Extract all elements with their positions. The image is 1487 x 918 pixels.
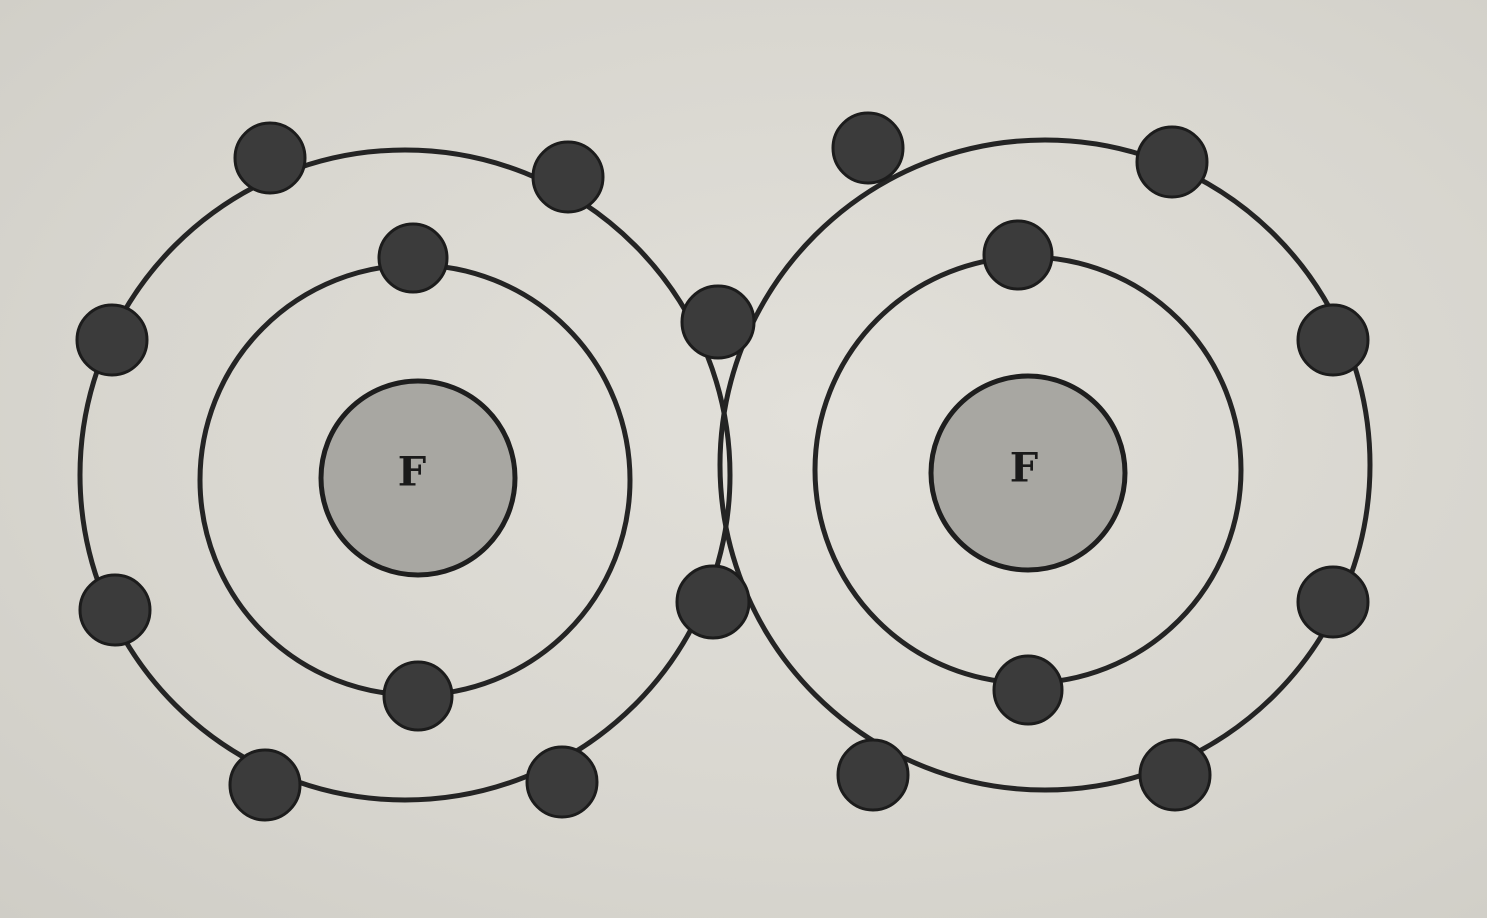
right-inner-electron — [992, 654, 1064, 726]
right-outer-electron — [831, 111, 905, 185]
right-outer-electron — [1138, 738, 1212, 812]
left-nucleus — [318, 378, 518, 578]
right-outer-electron — [1296, 303, 1370, 377]
right-outer-electron — [1135, 125, 1209, 199]
right-fluorine-atom: F — [717, 111, 1373, 812]
left-fluorine-atom: F — [75, 121, 733, 822]
left-outer-electron — [78, 573, 152, 647]
left-outer-electron — [525, 745, 599, 819]
left-nucleus-label: F — [398, 449, 426, 496]
right-inner-electron — [982, 219, 1054, 291]
left-outer-electron — [228, 748, 302, 822]
right-nucleus — [928, 373, 1128, 573]
shared-electron — [680, 284, 756, 360]
left-inner-electron — [377, 222, 449, 294]
shared-electron-pair — [675, 284, 756, 640]
left-outer-electron — [75, 303, 149, 377]
left-outer-electron — [531, 140, 605, 214]
right-outer-electron — [1296, 565, 1370, 639]
right-outer-electron — [836, 738, 910, 812]
left-inner-electron — [382, 660, 454, 732]
right-nucleus-label: F — [1010, 445, 1038, 492]
left-outer-shell — [77, 147, 733, 803]
right-outer-shell — [717, 137, 1373, 793]
left-outer-electron — [233, 121, 307, 195]
shared-electron — [675, 564, 751, 640]
